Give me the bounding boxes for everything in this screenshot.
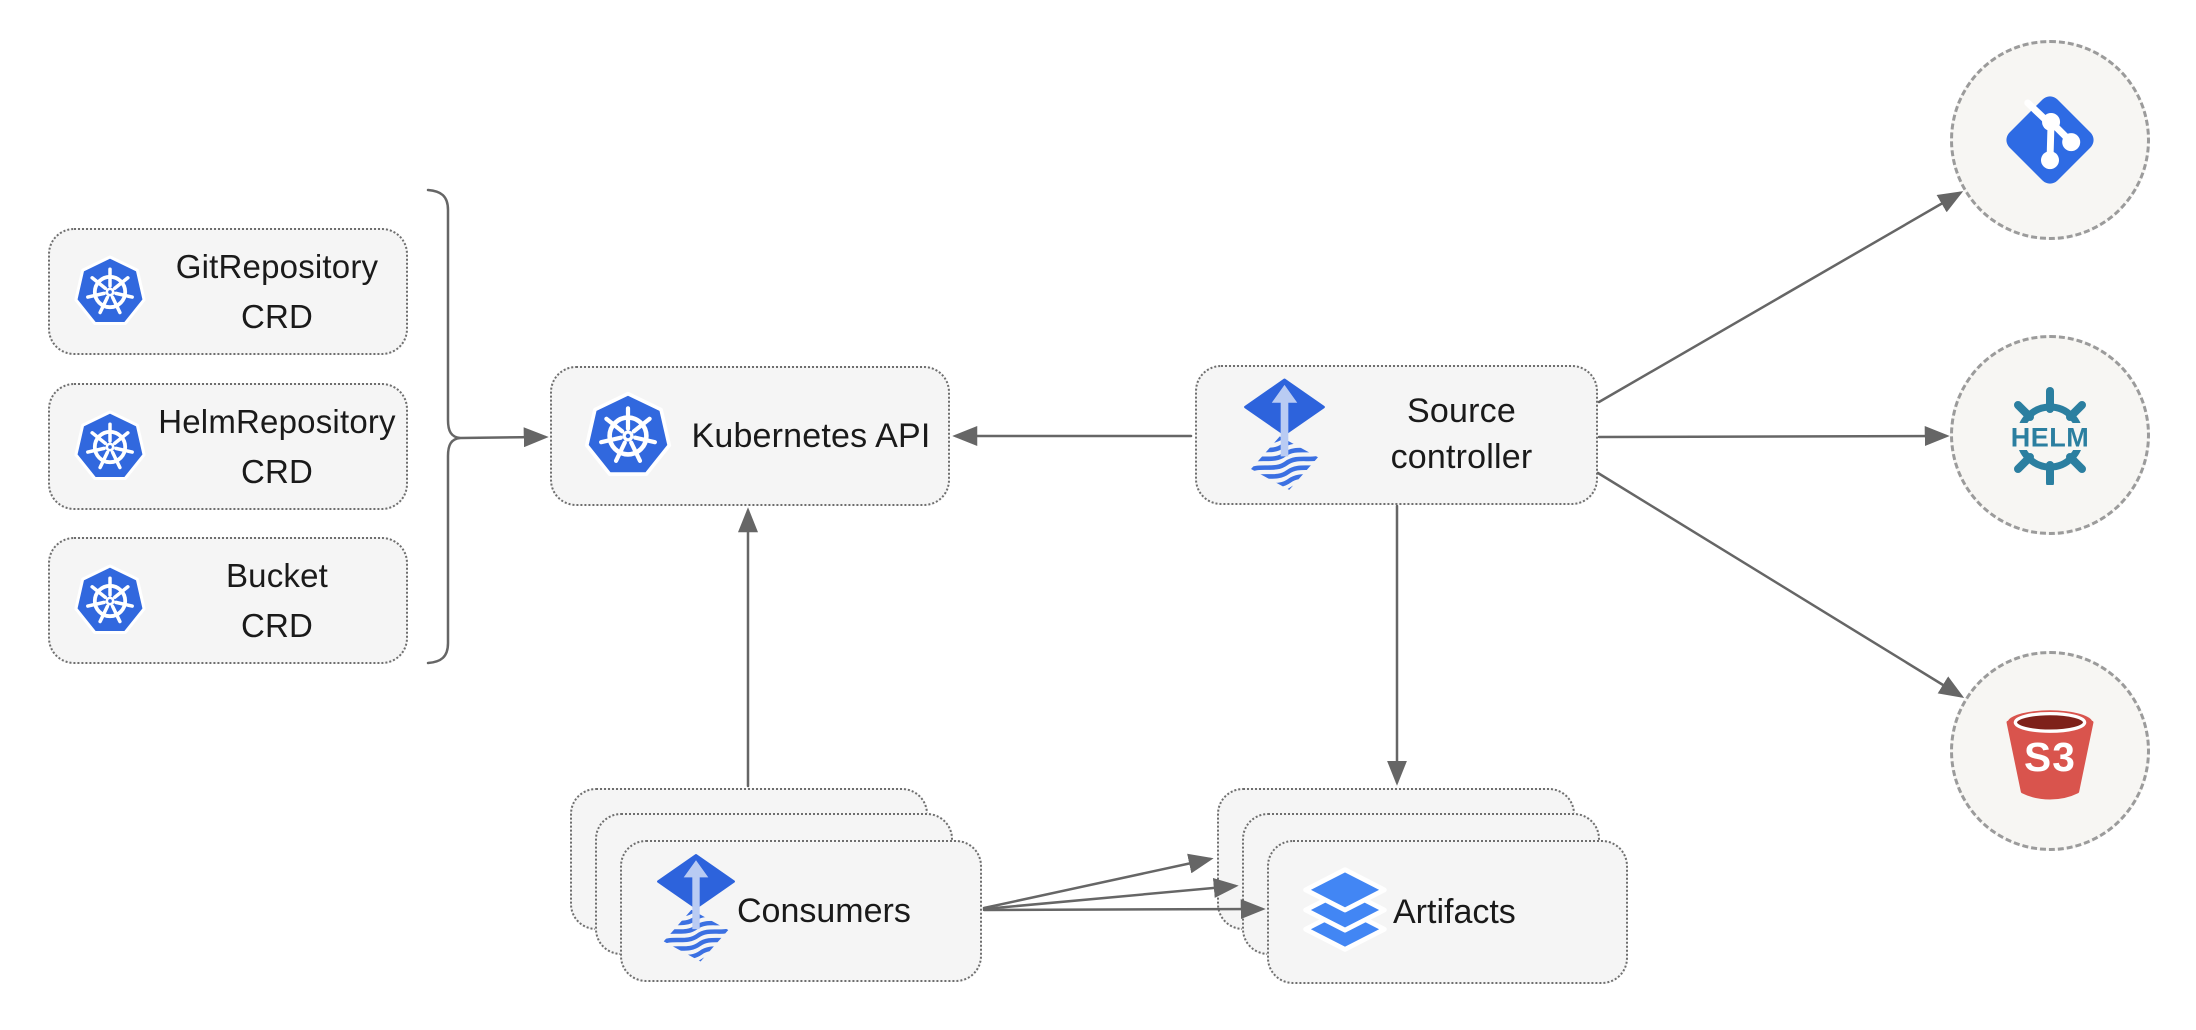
flux-icon: [1242, 378, 1327, 493]
bucket-crd-label: Bucket CRD: [225, 557, 329, 644]
kubernetes-icon: [72, 409, 148, 485]
git-icon: [2006, 96, 2094, 184]
helm-label: HELM: [2011, 423, 2090, 453]
node-artifacts: Artifacts: [1267, 840, 1628, 984]
arrow-consumers-to-artifacts-2: [982, 877, 1239, 911]
circle-s3: S3: [1950, 651, 2150, 851]
source-controller-label: Source controller: [1390, 392, 1533, 476]
consumers-label: Consumers: [737, 891, 911, 930]
kubernetes-icon: [72, 254, 148, 330]
arrow-source-to-git: [1597, 191, 1964, 404]
helmrepository-crd-label: HelmRepository CRD: [158, 403, 396, 490]
s3-bucket-icon: S3: [2006, 710, 2094, 800]
node-consumers-stack: Consumers: [570, 788, 982, 984]
kubernetes-icon: [582, 390, 674, 482]
artifacts-label: Artifacts: [1393, 892, 1516, 931]
arrow-source-to-helm: [1597, 426, 1950, 447]
layers-icon: [1297, 862, 1393, 963]
s3-label: S3: [2024, 734, 2076, 780]
circle-helm: HELM: [1950, 335, 2150, 535]
node-source-controller: Source controller: [1195, 365, 1598, 505]
circle-git: [1950, 40, 2150, 240]
gitrepository-crd-label: GitRepository CRD: [175, 248, 379, 335]
helm-icon: HELM: [2005, 387, 2095, 485]
arrow-source-to-s3: [1596, 471, 1965, 698]
node-helmrepository-crd: HelmRepository CRD: [48, 383, 408, 510]
grouping-bracket: [426, 188, 461, 665]
arrow-crds-to-api: [458, 427, 549, 448]
flux-icon: [655, 853, 737, 970]
kubernetes-icon: [72, 563, 148, 639]
kubernetes-api-label: Kubernetes API: [691, 416, 931, 455]
node-artifacts-stack: Artifacts: [1217, 788, 1628, 984]
node-kubernetes-api: Kubernetes API: [550, 366, 950, 506]
node-bucket-crd: Bucket CRD: [48, 537, 408, 664]
node-consumers: Consumers: [620, 840, 982, 982]
arrow-consumers-to-artifacts-1: [982, 853, 1214, 910]
node-gitrepository-crd: GitRepository CRD: [48, 228, 408, 355]
